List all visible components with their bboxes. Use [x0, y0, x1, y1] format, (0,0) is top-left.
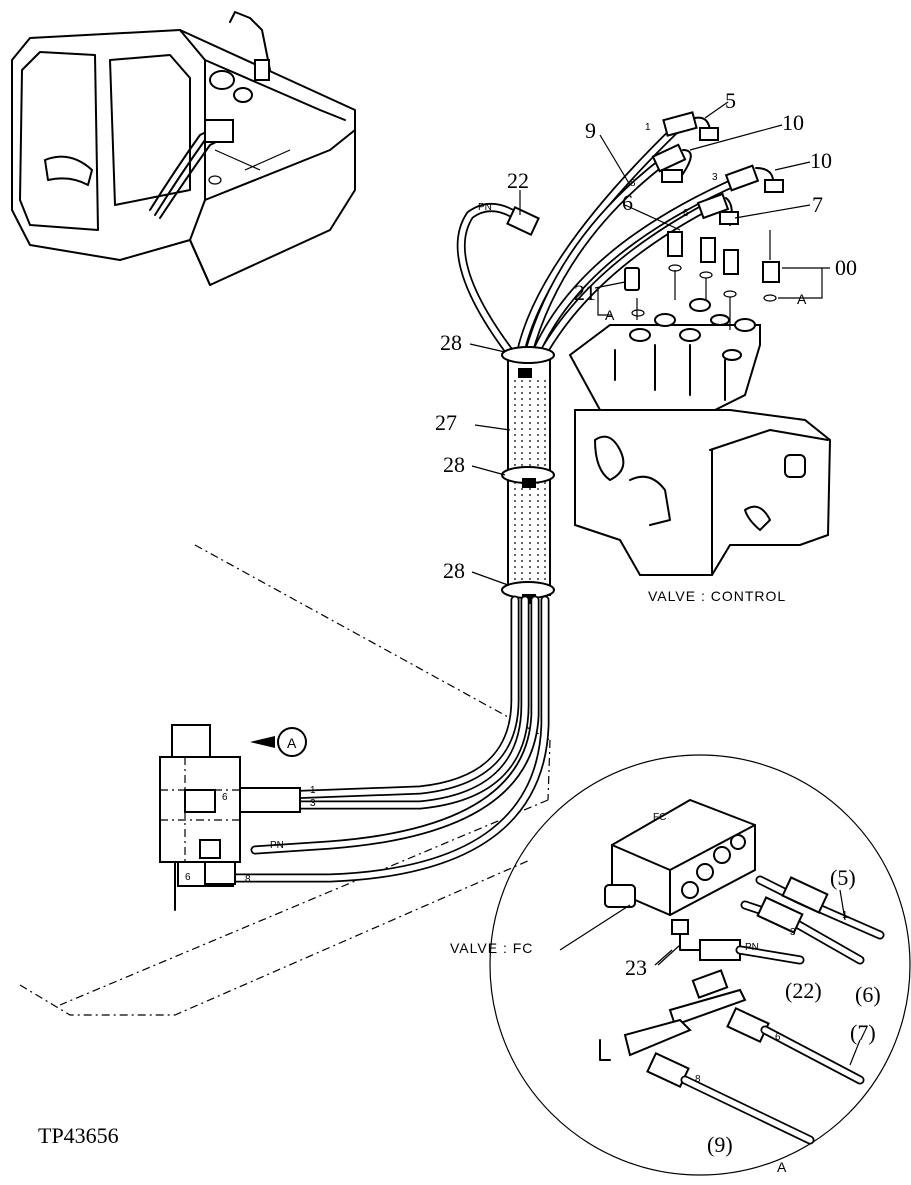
fc-valve-block-left	[159, 724, 301, 911]
tag-3-left: 3	[310, 798, 316, 809]
callout-21: 21	[574, 280, 596, 305]
callout-7: 7	[812, 192, 823, 217]
drawing-id: TP43656	[38, 1123, 119, 1148]
tag-8-upper: 8	[630, 178, 636, 189]
tag-6-left-lower: 6	[185, 872, 191, 883]
tag-pn-upper: PN	[478, 202, 492, 213]
leader-lines	[469, 101, 830, 966]
tag-3-detail: 3	[790, 927, 796, 938]
hose-bundle	[230, 120, 745, 883]
callout-28-top: 28	[440, 330, 462, 355]
tag-6-left: 6	[222, 792, 228, 803]
view-a-label: A	[287, 735, 297, 751]
callout-10-lower: 10	[810, 148, 832, 173]
control-valve-body	[568, 298, 832, 576]
excavator-cab-illustration	[11, 11, 356, 286]
tag-1-upper: 1	[645, 122, 651, 133]
tag-8-left: 8	[245, 874, 251, 885]
callout-labels: 5 9 10 10 22 6 7 00 21 A A 28 27 28 28 A…	[287, 88, 881, 1175]
callout-a-valve-left: A	[605, 307, 615, 323]
detail-view-a-label: A	[777, 1159, 787, 1175]
tag-fc: FC	[653, 812, 666, 823]
callout-27: 27	[435, 410, 457, 435]
callout-9: 9	[585, 118, 596, 143]
caption-valve-fc: VALVE : FC	[450, 940, 533, 956]
callout-28-middle: 28	[443, 452, 465, 477]
callout-a-valve-right: A	[797, 291, 807, 307]
callout-23: 23	[625, 955, 647, 980]
tag-3-upper: 3	[712, 172, 718, 183]
tag-6-detail: 6	[775, 1032, 781, 1043]
view-a-indicator	[250, 727, 307, 757]
tag-6-upper: 6	[683, 208, 689, 219]
callout-22: 22	[507, 168, 529, 193]
valve-fittings	[506, 111, 784, 330]
callout-22-detail: (22)	[785, 978, 822, 1003]
callout-6: 6	[622, 190, 633, 215]
callout-5-detail: (5)	[830, 865, 856, 890]
tag-1-left: 1	[310, 785, 316, 796]
callout-10-upper: 10	[782, 110, 804, 135]
callout-9-detail: (9)	[707, 1132, 733, 1157]
callout-5: 5	[725, 88, 736, 113]
callout-7-detail: (7)	[850, 1020, 876, 1045]
caption-valve-control: VALVE : CONTROL	[648, 588, 786, 604]
tag-1-detail: 1	[842, 910, 848, 921]
tag-pn-left: PN	[270, 840, 284, 851]
hose-tags: PN PN PN 1 8 3 6 1 3 6 8 6 1 3 6 8 FC	[185, 122, 848, 1085]
callout-28-bottom: 28	[443, 558, 465, 583]
tag-pn-detail: PN	[745, 942, 759, 953]
callout-6-detail: (6)	[855, 982, 881, 1007]
callout-00: 00	[835, 255, 857, 280]
detail-view-a	[489, 754, 911, 1176]
frame-outline-lines	[19, 544, 551, 1016]
tag-8-detail: 8	[695, 1074, 701, 1085]
